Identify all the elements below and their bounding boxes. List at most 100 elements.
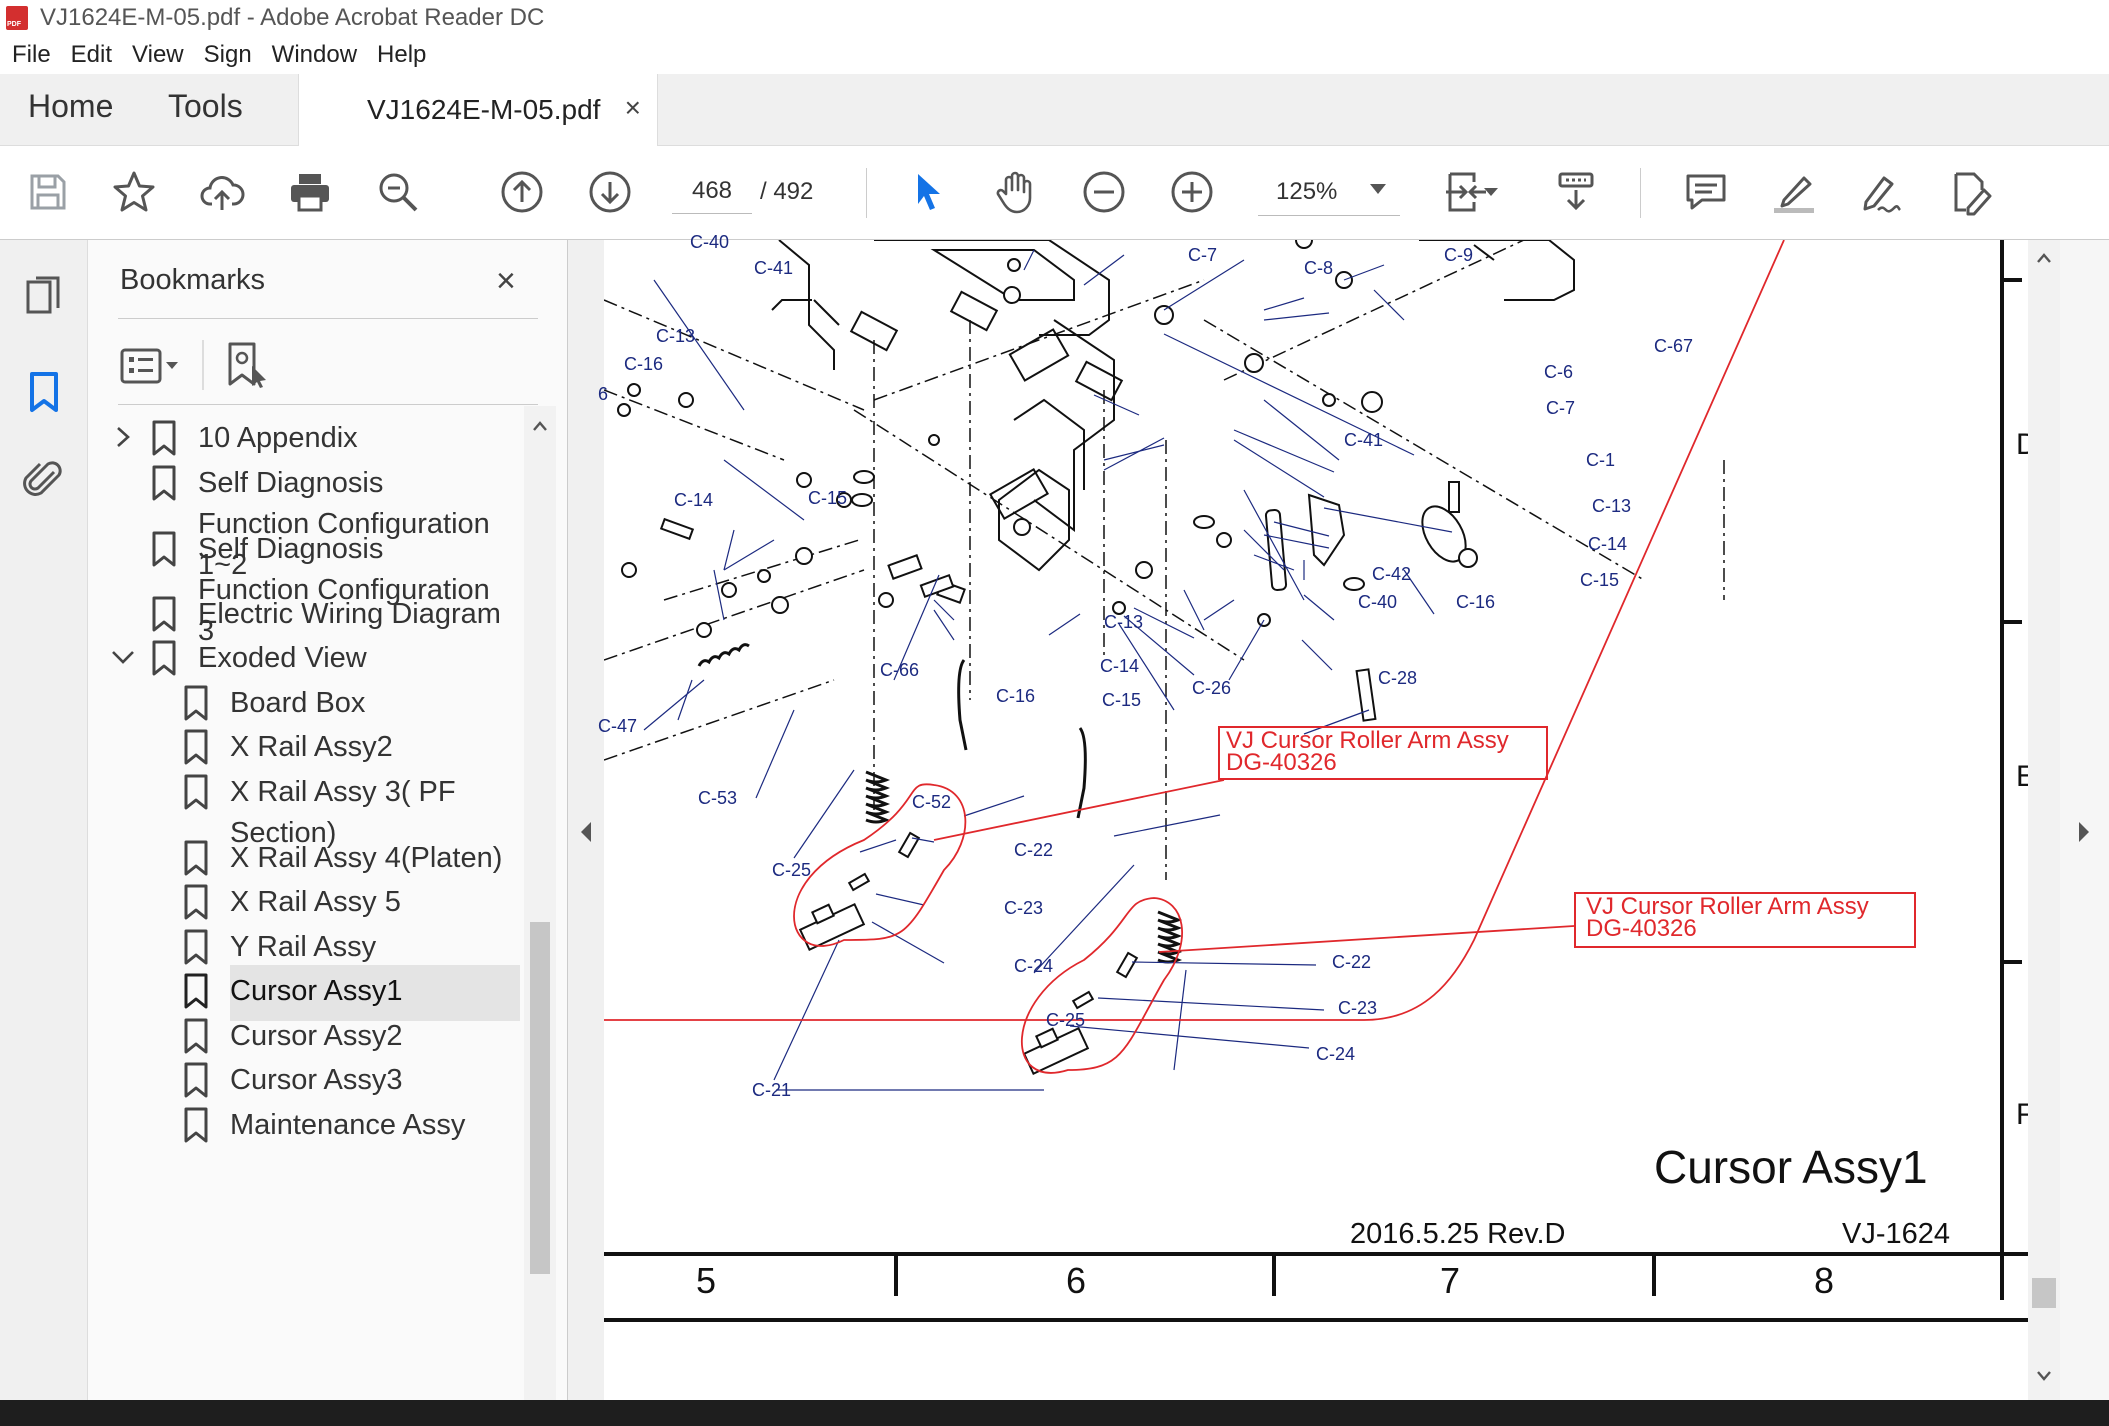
- part-label: C-52: [912, 792, 952, 812]
- next-page-icon[interactable]: [2076, 820, 2092, 844]
- comment-icon[interactable]: [1680, 166, 1732, 218]
- page-up-icon[interactable]: [496, 166, 548, 218]
- part-label: C-28: [1378, 668, 1418, 688]
- highlighter-icon[interactable]: [1768, 166, 1820, 218]
- column-divider: [1272, 1256, 1276, 1296]
- part-label: C-47: [598, 716, 638, 736]
- tab-document-label: VJ1624E-M-05.pdf: [367, 94, 601, 125]
- page-down-icon[interactable]: [584, 166, 636, 218]
- bookmark-label: X Rail Assy 4(Platen): [230, 842, 503, 874]
- part-label: C-25: [772, 860, 812, 880]
- bookmark-icon: [184, 929, 208, 965]
- close-panel-icon[interactable]: ×: [496, 262, 516, 300]
- tab-home[interactable]: Home: [28, 88, 114, 124]
- zoom-in-icon[interactable]: [1166, 166, 1218, 218]
- part-label: C-25: [1046, 1010, 1086, 1030]
- tab-document[interactable]: VJ1624E-M-05.pdf ×: [298, 74, 658, 146]
- bookmark-icon: [184, 1018, 208, 1054]
- row-tick: [2000, 960, 2022, 964]
- part-label: C-66: [880, 660, 920, 680]
- print-icon[interactable]: [284, 166, 336, 218]
- cloud-upload-icon[interactable]: [196, 166, 248, 218]
- selection-highlight: [230, 965, 520, 1021]
- options-list-icon: [120, 348, 178, 384]
- bookmarks-panel-icon[interactable]: [20, 368, 68, 416]
- hand-tool-icon[interactable]: [990, 166, 1042, 218]
- scrollbar-thumb[interactable]: [530, 922, 550, 1274]
- bookmark-label: X Rail Assy2: [230, 731, 393, 763]
- zoom-level-dropdown[interactable]: 125%: [1258, 168, 1400, 216]
- column-divider: [894, 1256, 898, 1296]
- part-label: C-15: [1580, 570, 1620, 590]
- scroll-mode-icon[interactable]: [1550, 166, 1602, 218]
- zoom-search-icon[interactable]: [372, 166, 424, 218]
- bookmark-label: Cursor Assy3: [230, 1064, 403, 1096]
- attachments-icon[interactable]: [20, 456, 68, 504]
- menu-help[interactable]: Help: [377, 41, 427, 68]
- menu-view[interactable]: View: [132, 41, 184, 68]
- toolbar-divider: [866, 168, 867, 218]
- part-label: C-40: [690, 232, 730, 252]
- bookmark-icon: [152, 420, 176, 456]
- panel-collapse-strip[interactable]: [568, 240, 604, 1426]
- document-viewport[interactable]: C-40 C-41 C-7 C-8 C-9 C-67 C-13 C-16 6 C…: [598, 232, 2109, 1426]
- collapse-panel-icon[interactable]: [578, 820, 594, 844]
- part-label: C-23: [1004, 898, 1044, 918]
- scroll-down-icon[interactable]: [2036, 1370, 2052, 1382]
- bookmark-icon: [152, 640, 176, 676]
- column-divider: [1652, 1256, 1656, 1296]
- bookmark-icon: [184, 1107, 208, 1143]
- page-thumbnails-icon[interactable]: [20, 272, 68, 320]
- part-label: C-16: [1456, 592, 1496, 612]
- next-page-strip[interactable]: [2060, 240, 2109, 1400]
- column-number: 8: [1814, 1260, 1835, 1301]
- zoom-out-icon[interactable]: [1078, 166, 1130, 218]
- scroll-up-icon[interactable]: [2036, 252, 2052, 264]
- chevron-right-icon[interactable]: [108, 422, 138, 452]
- part-label: C-9: [1444, 245, 1474, 265]
- part-label: C-7: [1188, 245, 1218, 265]
- menu-sign[interactable]: Sign: [203, 41, 252, 68]
- add-bookmark-icon: [228, 342, 266, 388]
- menu-window[interactable]: Window: [271, 41, 358, 68]
- part-label: C-26: [1192, 678, 1232, 698]
- sign-pen-icon[interactable]: [1856, 166, 1908, 218]
- tab-tools[interactable]: Tools: [168, 88, 243, 124]
- save-icon[interactable]: [22, 166, 74, 218]
- bookmark-options-button[interactable]: [120, 344, 180, 388]
- leader-lines: [643, 249, 1453, 1091]
- bookmarks-panel-title: Bookmarks: [120, 264, 266, 296]
- hardware-parts: [617, 240, 1478, 722]
- fit-page-dropdown-icon[interactable]: [1478, 166, 1504, 218]
- select-cursor-icon[interactable]: [902, 166, 954, 218]
- part-label: C-22: [1014, 840, 1054, 860]
- scrollbar-thumb[interactable]: [2032, 1278, 2056, 1308]
- callout-name: VJ Cursor Roller Arm Assy: [1226, 727, 1509, 754]
- part-label: C-13: [656, 326, 696, 346]
- part-label: C-1: [1586, 450, 1616, 470]
- bookmark-icon: [152, 465, 176, 501]
- chevron-down-icon[interactable]: [108, 642, 138, 672]
- fit-page-icon[interactable]: [1440, 166, 1492, 218]
- menu-edit[interactable]: Edit: [70, 41, 113, 68]
- bookmark-label: X Rail Assy 3( PF Section): [230, 776, 456, 849]
- scroll-up-icon[interactable]: [532, 420, 548, 432]
- new-bookmark-button[interactable]: [222, 340, 272, 390]
- close-tab-icon[interactable]: ×: [624, 92, 641, 123]
- menu-file[interactable]: File: [12, 41, 51, 68]
- document-scrollbar[interactable]: [2028, 240, 2060, 1400]
- bookmarks-panel: Bookmarks × 10 Appendix Self Diagnosis F…: [88, 240, 568, 1426]
- page-number-input[interactable]: [672, 168, 752, 214]
- row-tick: [2000, 278, 2022, 282]
- bookmark-label: Self Diagnosis Function Configuration 3: [198, 533, 490, 647]
- bookmarks-scrollbar[interactable]: [524, 406, 556, 1426]
- border-line: [604, 1318, 2028, 1322]
- star-icon[interactable]: [108, 166, 160, 218]
- bookmark-label: Cursor Assy1: [230, 975, 403, 1007]
- bookmark-icon: [184, 840, 208, 876]
- menu-bar: File Edit View Sign Window Help: [0, 36, 2109, 74]
- edit-pdf-icon[interactable]: [1944, 166, 1996, 218]
- pdf-file-icon: [6, 6, 28, 30]
- part-label: C-13: [1592, 496, 1632, 516]
